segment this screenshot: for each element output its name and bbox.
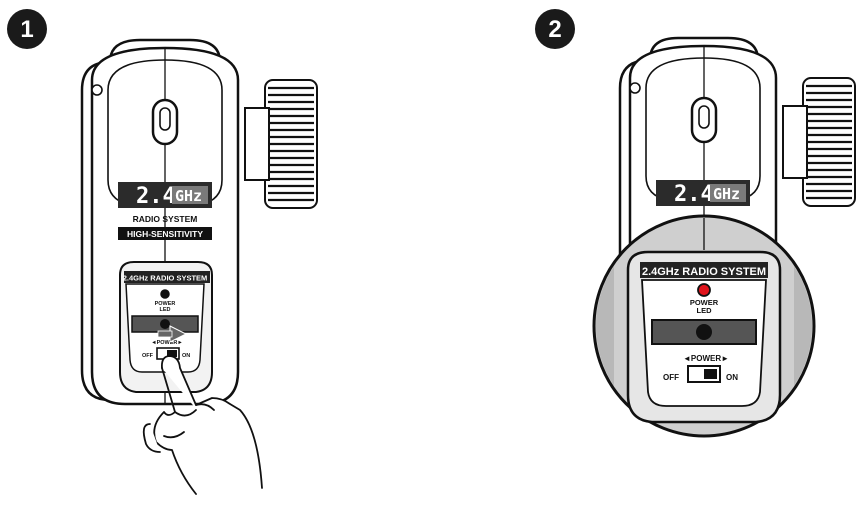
dial-wheel-2 [782,77,856,207]
step-1-badge: 1 [7,9,47,49]
switch-label-2: ◄POWER► [683,354,729,363]
panel-title-rest-2: RADIO SYSTEM [679,266,766,278]
step-1-number: 1 [20,16,33,43]
step-2-number: 2 [548,16,561,43]
off-label-2: OFF [663,373,679,382]
brand-unit: GHz [175,187,202,205]
on-label: ON [182,353,190,359]
svg-text:2.4GHz RADIO SYSTEM: 2.4GHz RADIO SYSTEM [123,274,208,283]
panel-title-unit-2: GHz [657,266,680,278]
power-switch-knob[interactable] [167,350,177,357]
brand-tagline: HIGH-SENSITIVITY [127,229,203,239]
brand-value: 2.4 [136,184,176,209]
step-1: 1 [7,9,318,495]
panel-title-prefix: 2.4 [123,274,134,283]
led-label-2: LED [160,307,171,313]
control-panel: 2.4GHz RADIO SYSTEM POWER LED ◄POWER► OF… [119,261,213,393]
brand-subtitle: RADIO SYSTEM [133,214,198,224]
step-2: 2 [535,9,856,438]
brand-value-2: 2.4 [674,182,714,207]
power-led [160,289,170,299]
power-switch-knob-2[interactable] [704,369,717,379]
dial-wheel [244,79,318,209]
panel-title-prefix-2: 2.4 [642,266,658,278]
led-label-1: POWER [155,301,176,307]
svg-text:2.4GHz RADIO SYSTEM: 2.4GHz RADIO SYSTEM [642,266,766,278]
brand-unit-2: GHz [713,185,740,203]
panel-title-unit: GHz [133,274,148,283]
off-label: OFF [142,353,154,359]
led-label-1-2: POWER [690,298,719,307]
switch-label: ◄POWER► [151,340,183,346]
finger-hand-icon [142,355,263,495]
power-led-2 [697,283,711,297]
on-label-2: ON [726,373,738,382]
brand-plate: 2.4 GHz RADIO SYSTEM HIGH-SENSITIVITY [118,182,212,240]
magnified-panel: 2.4GHz RADIO SYSTEM POWER LED ◄POWER► OF… [592,214,816,438]
led-label-2-2: LED [697,306,713,315]
step-2-badge: 2 [535,9,575,49]
panel-title-rest: RADIO SYSTEM [148,274,207,283]
